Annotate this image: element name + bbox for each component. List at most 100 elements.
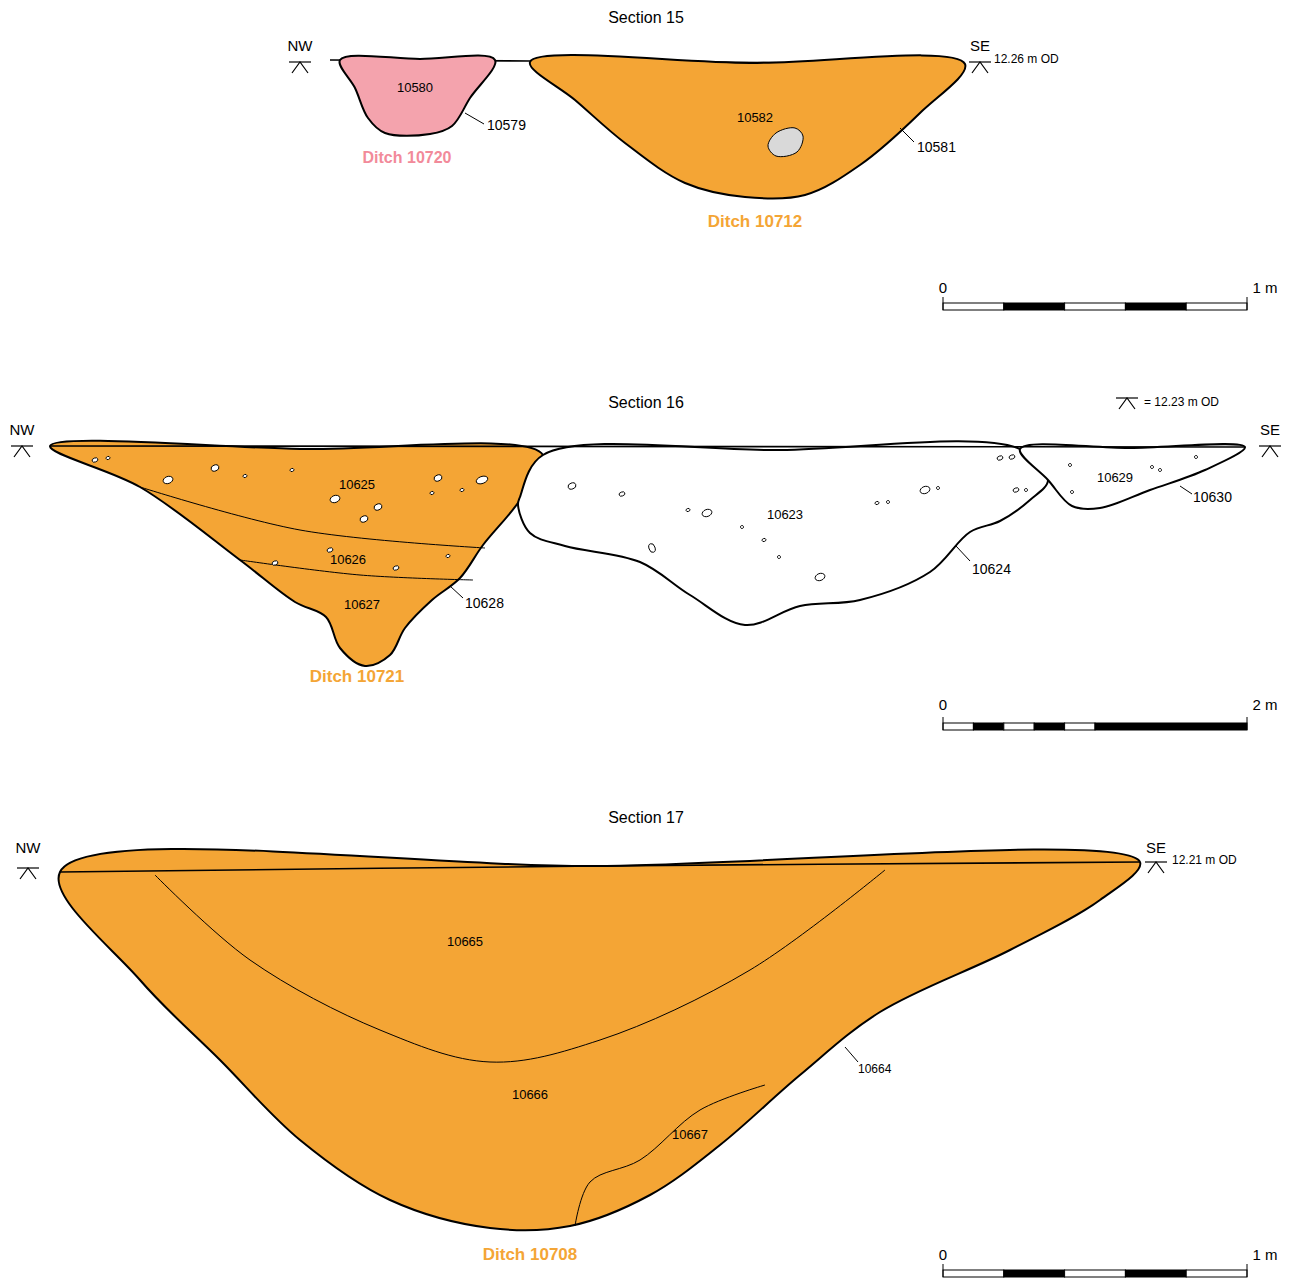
scale-label: 0 — [939, 280, 947, 297]
stone-inclusion — [1150, 465, 1154, 469]
stone-inclusion — [1024, 488, 1028, 492]
scale-label: 1 m — [1252, 1247, 1277, 1264]
context-number: 10666 — [512, 1088, 548, 1102]
level-label: = 12.23 m OD — [1144, 396, 1219, 409]
feature-label: Ditch 10708 — [483, 1246, 578, 1265]
stone-inclusion — [290, 468, 295, 472]
stone-inclusion — [686, 508, 691, 512]
scale-label: 2 m — [1252, 697, 1277, 714]
stone-inclusion — [271, 560, 278, 566]
context-number: 10626 — [330, 553, 366, 567]
orientation-label: SE — [970, 38, 990, 55]
leader-line — [1180, 486, 1192, 494]
datum-symbol — [1259, 446, 1281, 457]
stone-inclusion — [886, 500, 890, 504]
layer-boundary — [140, 487, 485, 548]
stone-inclusion — [701, 508, 713, 518]
stone-inclusion — [446, 554, 451, 558]
stone-inclusion — [936, 486, 940, 490]
scale-bar — [943, 297, 1247, 310]
stone-inclusion — [762, 538, 767, 542]
cut-outline — [518, 441, 1048, 625]
datum-symbol — [289, 62, 311, 73]
stone-inclusion — [919, 485, 931, 495]
stone-inclusion — [359, 515, 369, 523]
orientation-label: NW — [288, 38, 313, 55]
stone-inclusion — [210, 464, 220, 472]
stone-inclusion — [1194, 455, 1198, 459]
stone-inclusion — [996, 455, 1003, 461]
context-number: 10624 — [972, 562, 1011, 577]
scale-bar — [943, 717, 1247, 730]
stone-inclusion — [475, 475, 489, 486]
datum-symbol — [11, 446, 33, 457]
stone-inclusion — [1068, 463, 1072, 467]
stone-inclusion — [768, 128, 803, 157]
stone-inclusion — [162, 475, 174, 485]
stone-inclusion — [1012, 487, 1019, 493]
orientation-label: SE — [1146, 840, 1166, 857]
section-title: Section 17 — [608, 809, 684, 827]
context-number: 10630 — [1193, 490, 1232, 505]
stone-inclusion — [433, 474, 443, 482]
stone-inclusion — [777, 555, 781, 559]
stone-inclusion — [740, 525, 744, 529]
datum-symbol — [17, 868, 39, 879]
context-number: 10667 — [672, 1128, 708, 1142]
context-number: 10580 — [397, 81, 433, 95]
stone-inclusion — [1008, 454, 1015, 460]
orientation-label: NW — [10, 422, 35, 439]
scale-label: 0 — [939, 697, 947, 714]
scale-label: 1 m — [1252, 280, 1277, 297]
feature-label: Ditch 10720 — [363, 149, 452, 167]
context-number: 10664 — [858, 1063, 891, 1076]
leader-line — [956, 546, 970, 561]
stone-inclusion — [1070, 490, 1074, 494]
ground-line — [50, 446, 1245, 447]
layer-boundary — [155, 870, 885, 1062]
stone-inclusion — [567, 482, 577, 490]
stone-inclusion — [106, 456, 111, 460]
stone-inclusion — [392, 565, 399, 571]
stone-inclusion — [814, 572, 826, 582]
layer-boundary — [575, 1085, 765, 1226]
stone-inclusion — [460, 488, 465, 492]
datum-symbol — [1145, 862, 1167, 873]
context-number: 10579 — [487, 118, 526, 133]
leader-line — [450, 586, 463, 598]
ground-line — [60, 862, 1140, 872]
scale-bar — [943, 1264, 1247, 1277]
feature-label: Ditch 10721 — [310, 668, 405, 687]
stone-inclusion — [373, 503, 383, 511]
stone-inclusion — [618, 491, 625, 497]
ditch-fill — [339, 56, 495, 136]
leader-line — [900, 128, 914, 142]
feature-label: Ditch 10712 — [708, 213, 803, 232]
section-title: Section 15 — [608, 9, 684, 27]
context-number: 10629 — [1097, 471, 1133, 485]
stone-inclusion — [875, 501, 880, 505]
context-number: 10625 — [339, 478, 375, 492]
section-title: Section 16 — [608, 394, 684, 412]
ditch-fill — [50, 441, 544, 666]
datum-symbol — [1116, 398, 1138, 409]
context-number: 10628 — [465, 596, 504, 611]
ditch-fill — [58, 849, 1140, 1230]
stone-inclusion — [430, 491, 435, 495]
orientation-label: NW — [16, 840, 41, 857]
context-number: 10665 — [447, 935, 483, 949]
stone-inclusion — [91, 457, 98, 463]
context-number: 10627 — [344, 598, 380, 612]
context-number: 10623 — [767, 508, 803, 522]
scale-label: 0 — [939, 1247, 947, 1264]
leader-line — [845, 1047, 858, 1062]
orientation-label: SE — [1260, 422, 1280, 439]
level-label: 12.21 m OD — [1172, 854, 1237, 867]
stone-inclusion — [243, 474, 248, 478]
context-number: 10581 — [917, 140, 956, 155]
leader-line — [465, 113, 484, 124]
stone-inclusion — [648, 543, 657, 554]
context-number: 10582 — [737, 111, 773, 125]
ditch-fill — [530, 55, 966, 199]
